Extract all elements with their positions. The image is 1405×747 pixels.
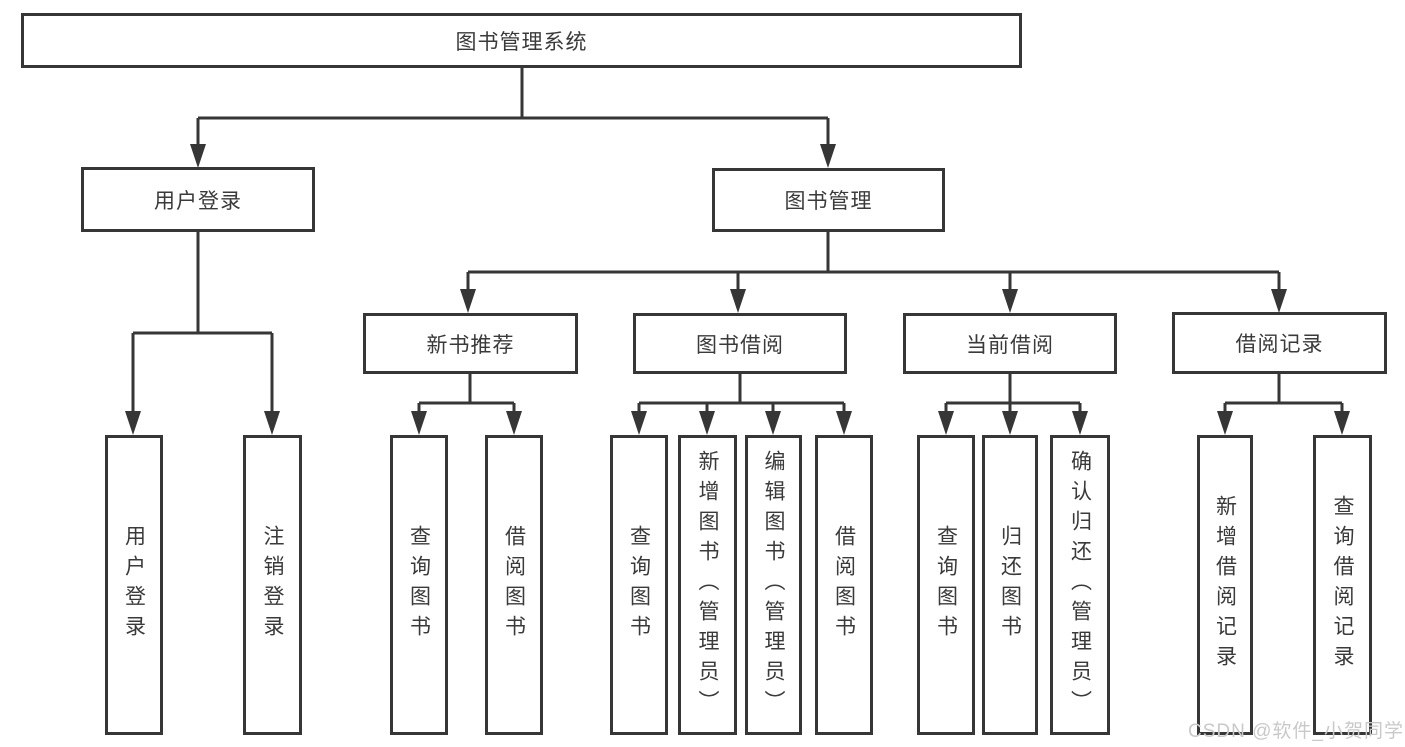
connector-user-login <box>125 231 280 435</box>
connector-book-borrow <box>631 374 852 435</box>
watermark: CSDN @软件_小贺同学 <box>1188 721 1404 742</box>
node-return-books-label: 归还图书 <box>998 525 1022 645</box>
node-edit-books-admin-label: 编辑图书（管理员） <box>762 450 785 720</box>
node-book-management-system-label: 图书管理系统 <box>455 30 588 54</box>
node-book-management-system: 图书管理系统 <box>21 13 1022 68</box>
node-query-books-borrow-label: 查询图书 <box>627 525 651 645</box>
node-current-borrow-label: 当前借阅 <box>966 333 1054 357</box>
node-query-books-current-label: 查询图书 <box>934 525 958 645</box>
node-book-borrow-label: 图书借阅 <box>696 333 784 357</box>
node-query-books-borrow: 查询图书 <box>610 435 668 735</box>
node-borrow-records: 借阅记录 <box>1172 312 1387 374</box>
node-borrow-books-recommend-label: 借阅图书 <box>502 525 526 645</box>
node-user-login-label: 用户登录 <box>154 189 242 213</box>
node-new-book-recommend: 新书推荐 <box>363 313 578 374</box>
node-query-books-recommend: 查询图书 <box>390 435 448 735</box>
node-user-login: 用户登录 <box>81 167 315 232</box>
node-query-books-current: 查询图书 <box>917 435 975 735</box>
node-borrow-books-recommend: 借阅图书 <box>485 435 543 735</box>
node-logout-label: 注销登录 <box>261 525 284 645</box>
connector-book-management <box>460 232 1287 313</box>
node-borrow-books-leaf-label: 借阅图书 <box>832 525 856 645</box>
node-user-login-leaf-label: 用户登录 <box>122 525 146 645</box>
node-confirm-return-admin: 确认归还（管理员） <box>1050 435 1110 735</box>
node-query-books-recommend-label: 查询图书 <box>407 525 431 645</box>
node-query-borrow-record-label: 查询借阅记录 <box>1331 495 1354 675</box>
node-edit-books-admin: 编辑图书（管理员） <box>745 435 802 735</box>
connector-new-book-recommend <box>411 374 522 435</box>
node-borrow-records-label: 借阅记录 <box>1235 333 1324 356</box>
node-add-borrow-record: 新增借阅记录 <box>1197 435 1253 735</box>
connector-current-borrow <box>938 374 1088 435</box>
node-add-books-admin-label: 新增图书（管理员） <box>696 450 719 720</box>
node-query-borrow-record: 查询借阅记录 <box>1313 435 1372 735</box>
node-new-book-recommend-label: 新书推荐 <box>426 333 515 357</box>
node-logout: 注销登录 <box>243 435 302 735</box>
node-add-books-admin: 新增图书（管理员） <box>678 435 737 735</box>
node-book-borrow: 图书借阅 <box>633 313 847 374</box>
node-confirm-return-admin-label: 确认归还（管理员） <box>1068 450 1092 720</box>
node-book-management-label: 图书管理 <box>784 190 873 213</box>
node-return-books: 归还图书 <box>982 435 1038 735</box>
node-add-borrow-record-label: 新增借阅记录 <box>1213 495 1237 675</box>
node-current-borrow: 当前借阅 <box>903 313 1117 374</box>
node-borrow-books-leaf: 借阅图书 <box>815 435 873 735</box>
node-book-management: 图书管理 <box>712 168 945 232</box>
connector-root <box>190 68 836 168</box>
node-user-login-leaf: 用户登录 <box>105 435 163 735</box>
connector-borrow-records <box>1217 374 1350 435</box>
